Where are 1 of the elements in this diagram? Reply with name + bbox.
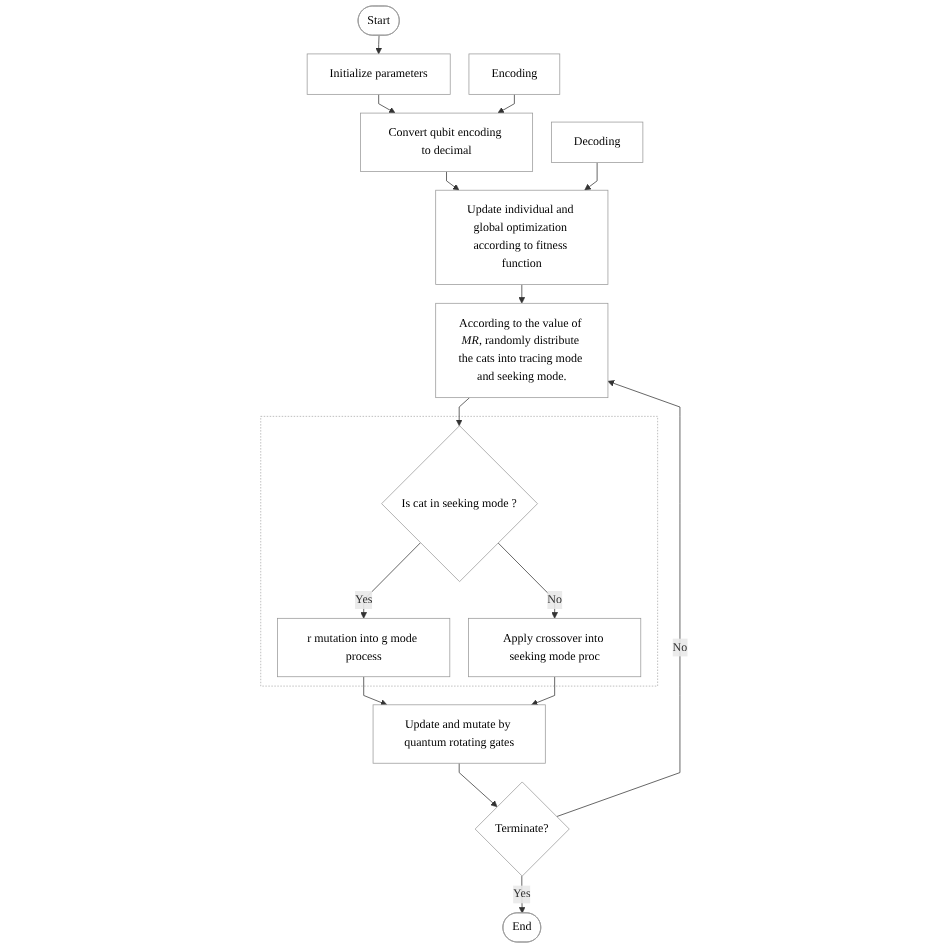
cluster bbox=[260, 416, 658, 687]
